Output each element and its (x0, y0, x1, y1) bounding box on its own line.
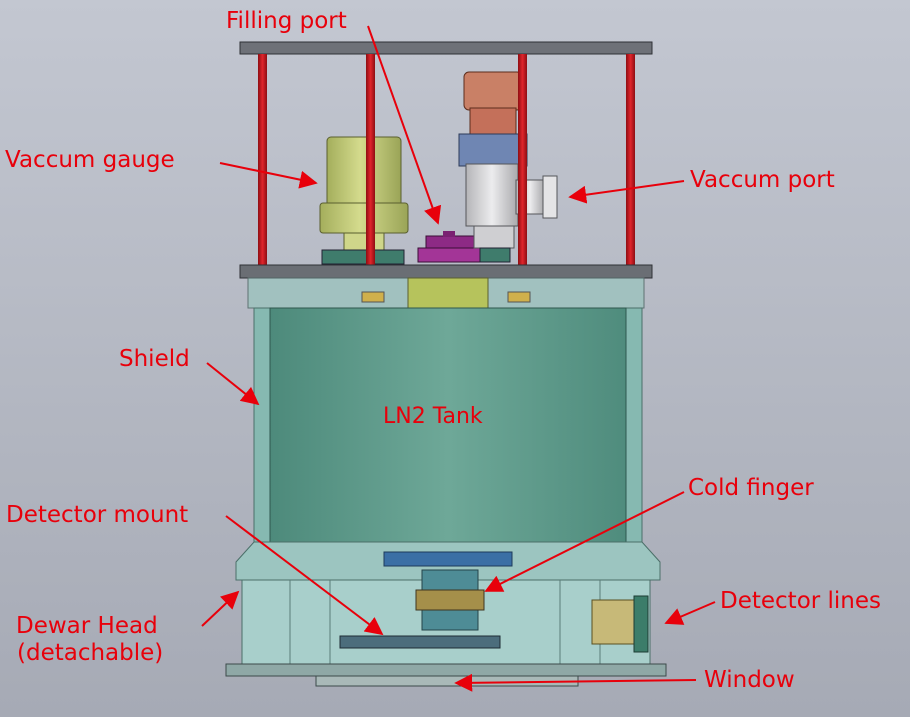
label-ln2-tank: LN2 Tank (383, 404, 483, 429)
arrow-shield (206, 362, 260, 406)
label-shield: Shield (119, 346, 190, 372)
label-vacuum-port: Vaccum port (690, 167, 835, 193)
neck-core (407, 277, 489, 309)
mid-plate (239, 264, 653, 279)
label-dewar-head-detachable: (detachable) (17, 640, 164, 666)
label-vacuum-gauge: Vaccum gauge (5, 147, 175, 173)
detector-connector (591, 599, 635, 645)
label-detector-mount: Detector mount (6, 502, 189, 528)
arrow-cold-finger (484, 491, 685, 592)
arrow-filling-port (367, 25, 442, 225)
arrow-vacuum-port (568, 180, 685, 204)
ln2-tank-body (269, 307, 627, 547)
detector-mount-body (339, 635, 501, 649)
label-detector-lines: Detector lines (720, 588, 882, 614)
label-window: Window (704, 667, 795, 693)
arrow-dewar-head (201, 590, 240, 627)
support-rods (258, 54, 635, 267)
arrow-vacuum-gauge (219, 162, 318, 189)
label-dewar-head: Dewar Head (16, 613, 158, 639)
top-plate (239, 41, 653, 55)
arrow-detector-lines (664, 601, 716, 625)
arrow-detector-mount (225, 515, 384, 636)
label-cold-finger: Cold finger (688, 475, 814, 501)
bottom-plate (225, 663, 667, 677)
arrow-window (454, 673, 697, 692)
filling-port-body (417, 231, 481, 263)
label-filling-port: Filling port (226, 8, 347, 34)
